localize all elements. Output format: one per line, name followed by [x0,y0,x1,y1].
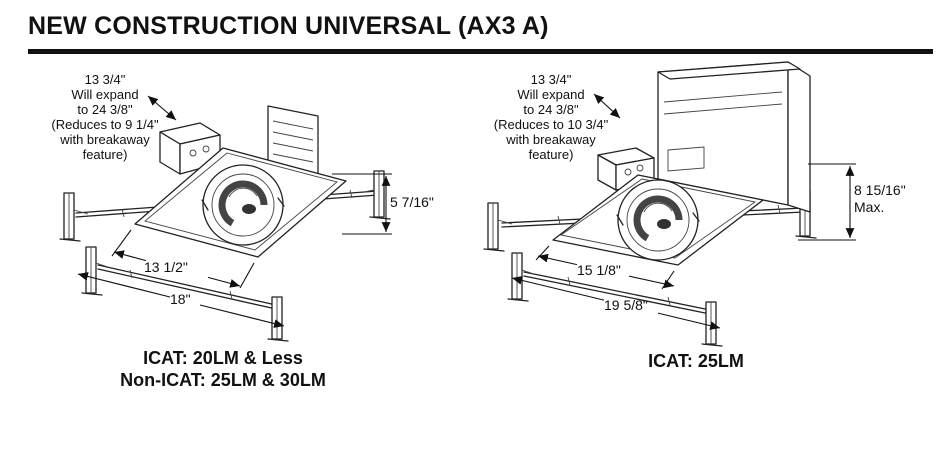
note-line: feature) [528,147,574,162]
note-line: to 24 3/8" [77,102,133,117]
note-line: (Reduces to 10 3/4" [493,117,609,132]
left-housing-figure: 13 3/4" Will expand to 24 3/8" (Reduces … [30,60,450,360]
caption-line: Non-ICAT: 25LM & 30LM [120,370,326,390]
housing-can [657,61,811,213]
aperture [616,179,700,261]
right-outer-width-dimension: 19 5/8" [604,297,648,313]
note-line: (Reduces to 9 1/4" [51,117,159,132]
left-outer-width-dimension: 18" [170,291,191,307]
title-rule [28,49,933,54]
left-inner-width-dimension: 13 1/2" [144,259,188,275]
note-line: 13 3/4" [84,72,126,87]
note-line: Will expand [517,87,585,102]
right-height-dimension-note: Max. [854,199,885,215]
right-height-dimension: 8 15/16" [854,182,906,198]
left-figure-caption: ICAT: 20LM & Less Non-ICAT: 25LM & 30LM [58,347,388,391]
dimension-lines [77,95,392,328]
note-line: with breakaway [506,132,596,147]
caption-line: ICAT: 20LM & Less [143,348,303,368]
caption-line: ICAT: 25LM [648,351,744,371]
note-line: with breakaway [60,132,150,147]
dimension-lines [511,93,856,330]
right-expansion-note: 13 3/4" Will expand to 24 3/8" (Reduces … [476,72,626,162]
right-housing-figure: 13 3/4" Will expand to 24 3/8" (Reduces … [458,60,937,360]
nailer-brackets [59,170,391,342]
left-expansion-note: 13 3/4" Will expand to 24 3/8" (Reduces … [30,72,180,162]
note-line: 13 3/4" [530,72,572,87]
section-title: NEW CONSTRUCTION UNIVERSAL (AX3 A) [28,12,549,40]
aperture [201,164,285,246]
right-inner-width-dimension: 15 1/8" [577,262,621,278]
note-line: feature) [82,147,128,162]
left-housing-drawing [59,95,392,342]
left-height-dimension: 5 7/16" [390,194,434,210]
junction-box [159,122,221,175]
right-housing-drawing [483,61,856,347]
right-figure-caption: ICAT: 25LM [566,350,826,372]
note-line: Will expand [71,87,139,102]
note-line: to 24 3/8" [523,102,579,117]
